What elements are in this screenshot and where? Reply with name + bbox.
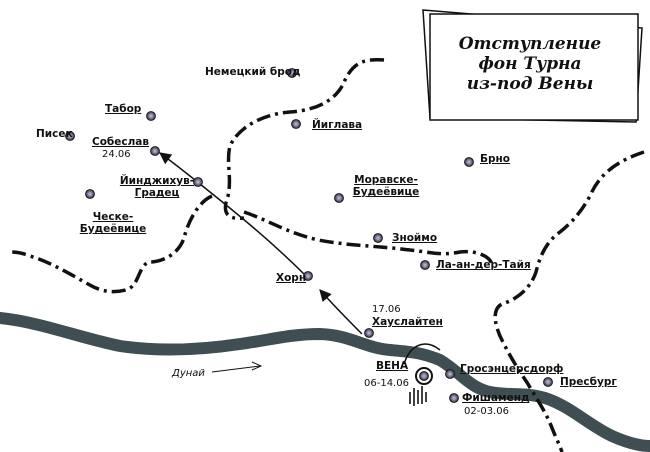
label-pisek: Писек [36, 128, 73, 140]
label-tabor: Табор [105, 103, 142, 115]
label-fishamend-dates: 02-03.06 [464, 406, 509, 417]
label-jindrichuv: Йинджихув- Градец [118, 175, 196, 199]
label-vena: ВЕНА [376, 360, 409, 372]
map-title: Отступление фон Турна из-под Вены [430, 14, 630, 114]
label-moravske-line2: Будеёвице [352, 186, 420, 198]
danube-river [0, 312, 650, 452]
label-ceske: Ческе- Будеёвице [78, 211, 148, 235]
label-fishamend: Фишаменд [462, 392, 530, 404]
label-presburg: Пресбург [560, 376, 617, 388]
label-hauslaiten: Хауслайтен [372, 316, 443, 328]
label-grossenzersdorf: Гросэнцерсдорф [460, 363, 564, 375]
label-ceske-line2: Будеёвице [79, 223, 147, 235]
label-moravske-line1: Моравске- [354, 174, 418, 186]
battle-icon [409, 386, 427, 406]
label-jindrichuv-line1: Йинджихув- [119, 175, 195, 187]
label-nemecky-brod: Немецкий брод [205, 66, 301, 78]
border-austria-north [243, 210, 494, 265]
label-sobeslav: Собеслав [92, 136, 150, 148]
borders [7, 57, 645, 452]
title-box [422, 9, 643, 123]
label-jihlava: Йиглава [312, 119, 363, 131]
title-line-2: фон Турна [478, 54, 582, 74]
town-markers [65, 68, 553, 403]
label-vena-dates: 06-14.06 [364, 378, 409, 389]
label-brno: Брно [480, 153, 510, 165]
retreat-route [159, 152, 441, 365]
label-znojmo: Зноймо [392, 232, 438, 244]
border-hungary-east [493, 150, 645, 452]
title-line-3: из-под Вены [466, 74, 594, 94]
label-laa: Ла-ан-дер-Тайя [436, 259, 531, 271]
route-vienna-curve [403, 343, 441, 365]
route-horn-to-sobeslav [159, 152, 307, 277]
label-jindrichuv-line2: Градец [134, 187, 180, 199]
label-hauslaiten-date: 17.06 [372, 304, 401, 315]
label-horn: Хорн [276, 272, 307, 284]
label-ceske-line1: Ческе- [92, 211, 134, 223]
route-vienna-to-horn [319, 289, 363, 335]
capital-marker [415, 367, 433, 385]
danube-flow-arrows [211, 361, 263, 373]
label-danube: Дунай [172, 368, 205, 379]
label-moravske: Моравске- Будеёвице [348, 174, 424, 198]
label-sobeslav-date: 24.06 [102, 149, 131, 160]
title-line-1: Отступление [458, 34, 602, 54]
